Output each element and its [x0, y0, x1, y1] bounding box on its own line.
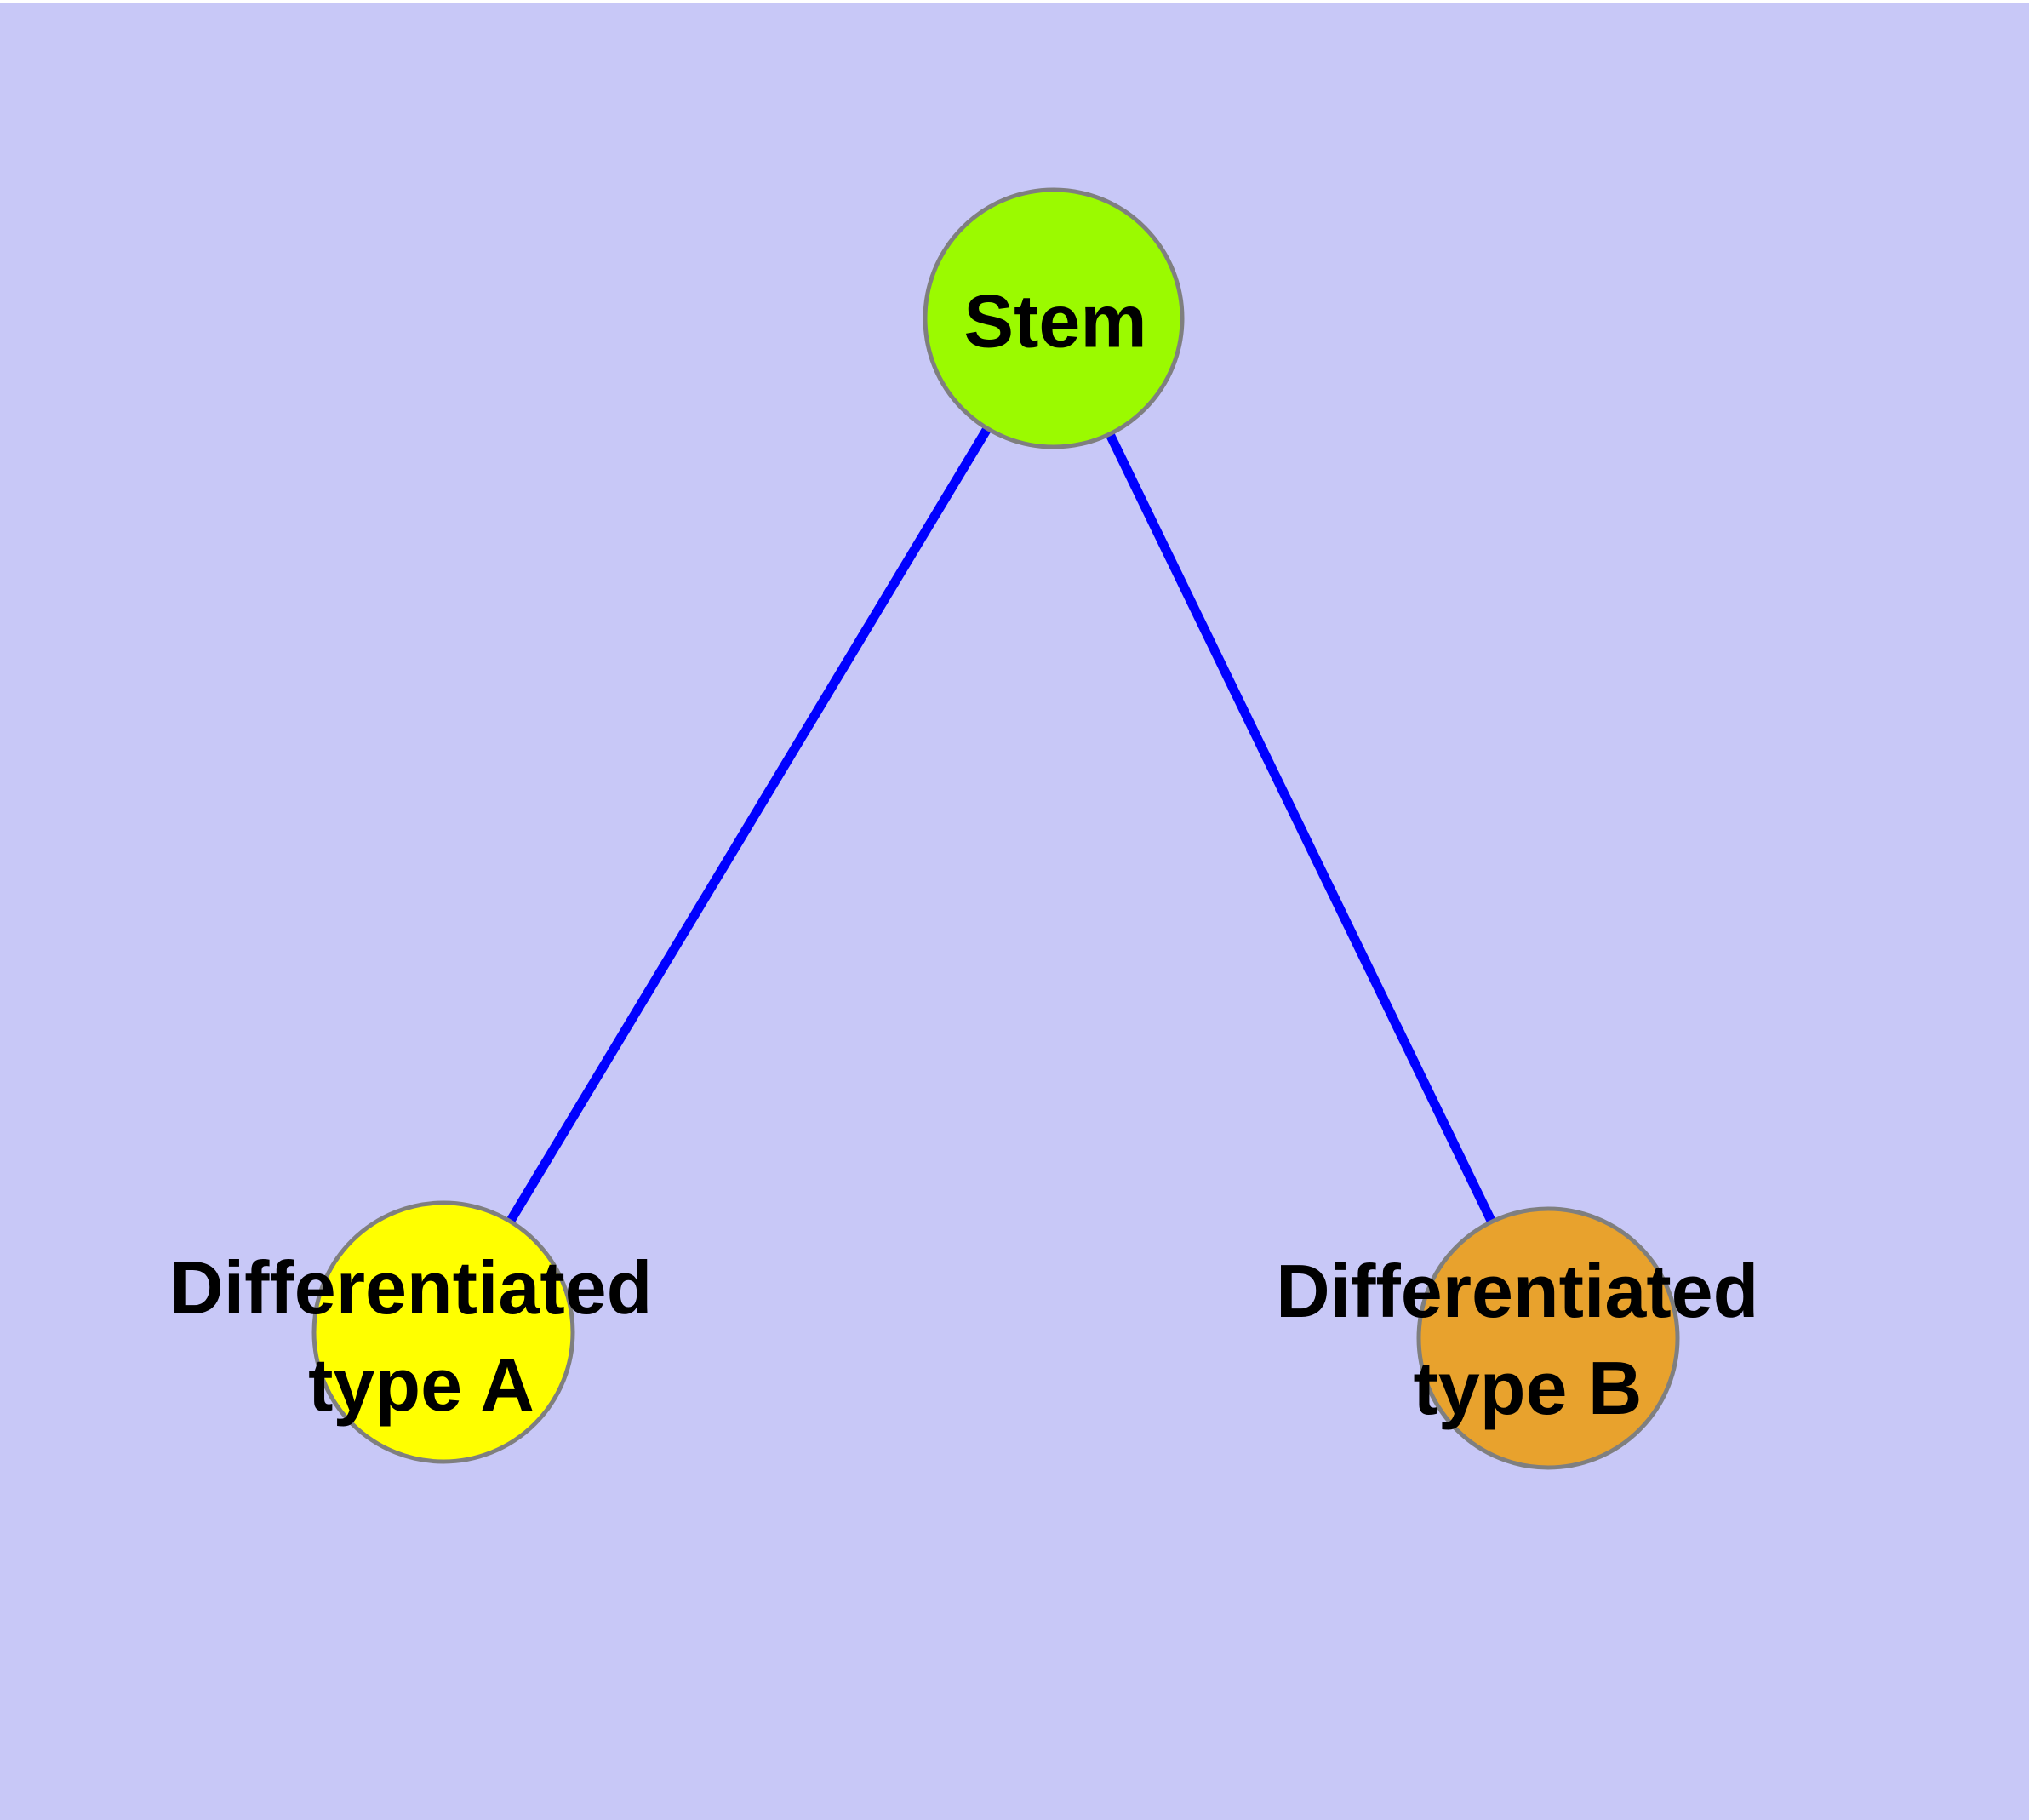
edge-stem-to-type-a [439, 316, 1058, 1335]
node-type-a-circle [311, 1200, 575, 1464]
node-type-b-label-line-1: Differentiated [1276, 1249, 1758, 1333]
node-type-b-label: Differentiated type B [1276, 1249, 1780, 1430]
node-type-a-label-line-2: type A [308, 1342, 534, 1427]
node-stem-circle [923, 187, 1185, 449]
node-type-b-label-line-2: type B [1414, 1346, 1643, 1430]
edge-stem-to-type-b [1049, 316, 1552, 1341]
node-stem-label: Stem [963, 279, 1146, 363]
node-type-b-circle [1416, 1206, 1680, 1470]
node-type-a-label-line-1: Differentiated [169, 1245, 652, 1330]
node-type-a-label: Differentiated type A [169, 1245, 673, 1427]
